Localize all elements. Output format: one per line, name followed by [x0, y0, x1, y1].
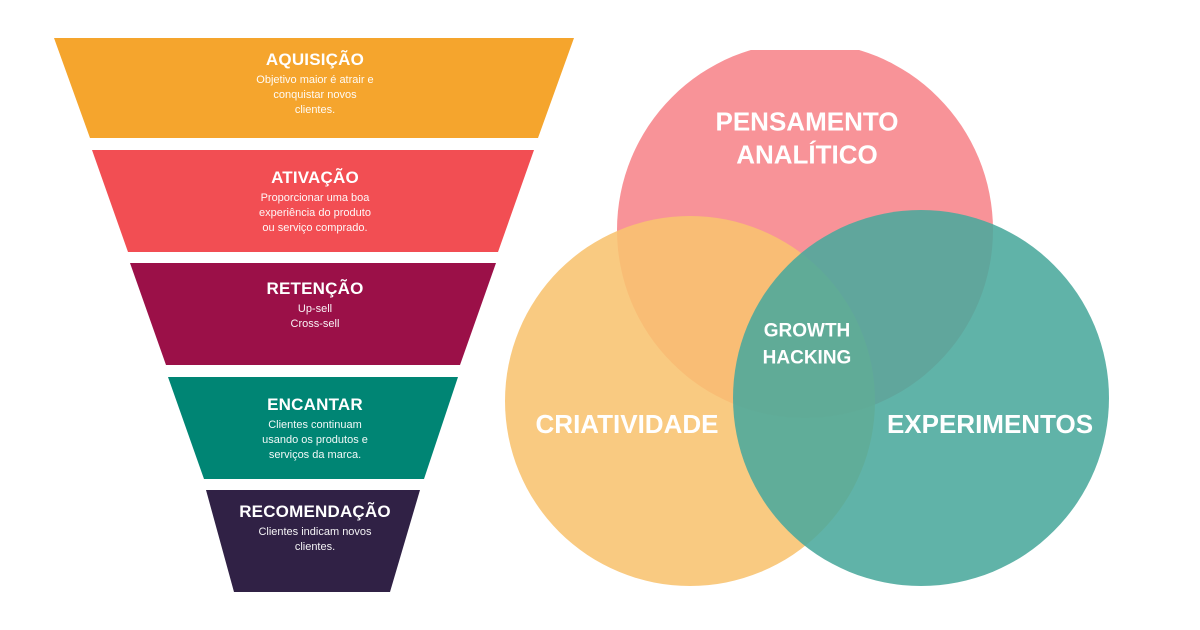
funnel-stage-shape — [206, 490, 420, 592]
funnel-stage-acquisition: AQUISIÇÃO Objetivo maior é atrair e conq… — [0, 38, 630, 138]
funnel-stage-title: RETENÇÃO — [266, 279, 364, 298]
venn-label-creativity: CRIATIVIDADE — [535, 408, 719, 439]
funnel-stage-title: ATIVAÇÃO — [271, 168, 359, 187]
funnel-stage-description: Clientes continuam usando os produtos e … — [262, 419, 368, 461]
funnel-stage-shape — [92, 150, 534, 252]
funnel-stage-activation: ATIVAÇÃO Proporcionar uma boa experiênci… — [0, 150, 630, 252]
funnel-stage-description: Up-sell Cross-sell — [290, 303, 340, 330]
venn-circles — [505, 50, 1109, 586]
funnel-stage-title: AQUISIÇÃO — [265, 50, 365, 69]
venn-circle-experiments — [733, 210, 1109, 586]
venn-label-experiments: EXPERIMENTOS — [886, 408, 1094, 439]
funnel-stage-shape — [168, 377, 458, 479]
venn-label-analytical: PENSAMENTO ANALÍTICO — [715, 106, 899, 170]
venn-diagram: PENSAMENTO ANALÍTICO CRIATIVIDADE EXPERI… — [480, 50, 1200, 630]
funnel-stage-retention: RETENÇÃO Up-sell Cross-sell — [0, 263, 630, 365]
funnel-stage-delight: ENCANTAR Clientes continuam usando os pr… — [0, 377, 630, 479]
funnel-stage-description: Clientes indicam novos clientes. — [258, 526, 372, 553]
funnel-stage-description: Proporcionar uma boa experiência do prod… — [259, 192, 371, 234]
funnel-stage-shape — [130, 263, 496, 365]
funnel-stage-recommendation: RECOMENDAÇÃO Clientes indicam novos clie… — [0, 490, 630, 592]
funnel-stage-description: Objetivo maior é atrair e conquistar nov… — [256, 74, 374, 116]
funnel-stage-title: ENCANTAR — [267, 395, 363, 414]
venn-label-center: GROWTH HACKING — [762, 320, 852, 368]
funnel-stage-shape — [54, 38, 574, 138]
funnel-stage-title: RECOMENDAÇÃO — [239, 502, 391, 521]
